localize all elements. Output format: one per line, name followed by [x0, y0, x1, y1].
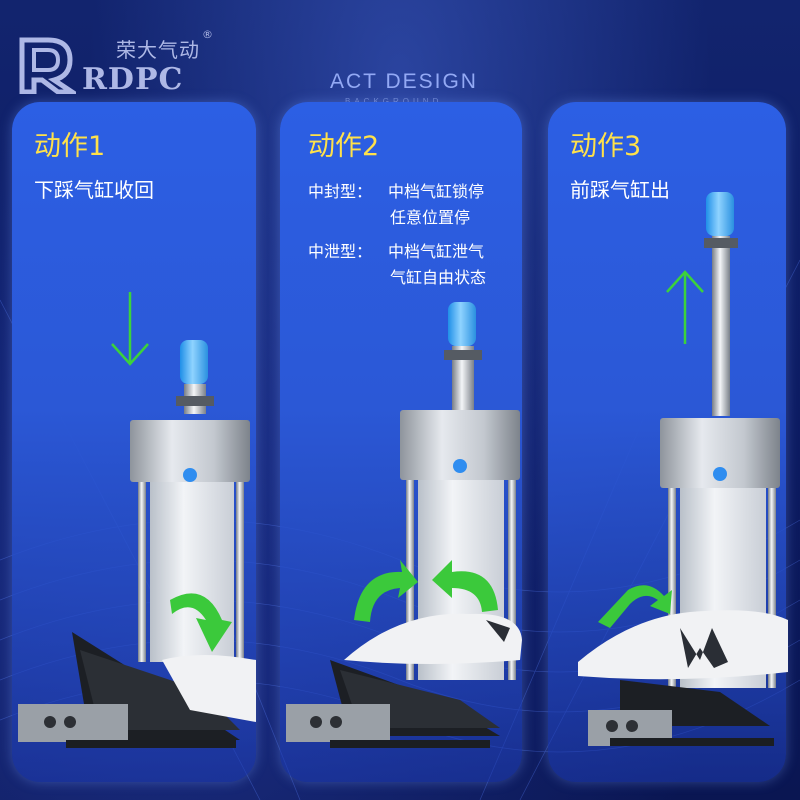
panel-description: 前踩气缸出 [570, 178, 670, 202]
mode-continuation: 气缸自由状态 [390, 268, 487, 287]
brand-logo: 荣大气动 ® RDPC [18, 28, 218, 98]
mode-row-exhaust-center: 中泄型： 中档气缸泄气 [308, 238, 484, 262]
shoe-logo [680, 628, 728, 668]
cylinder-extended [660, 192, 780, 688]
rotate-arrow-icon [432, 560, 498, 612]
blue-cap-icon [180, 340, 208, 384]
brand-name-en: RDPC [82, 62, 184, 97]
panel-title: 动作2 [308, 131, 380, 162]
panel-title: 动作3 [570, 131, 642, 162]
panel-title: 动作1 [34, 131, 106, 162]
shoe-2 [344, 613, 522, 664]
banner-text: ACT DESIGN [330, 70, 478, 93]
mode-text: 中档气缸锁停 [388, 182, 485, 201]
mode-text: 中档气缸泄气 [388, 242, 485, 261]
pedal-3 [588, 680, 774, 746]
brand-name-cn: 荣大气动 [116, 38, 200, 62]
logo-mark-icon [19, 37, 76, 94]
mode-row-closed-center: 中封型： 中档气缸锁停 [308, 178, 484, 202]
rotate-arrow-icon [598, 585, 672, 628]
banner-subtext: BACKGROUND [345, 97, 442, 106]
rotate-arrow-icon [170, 593, 232, 652]
shoe-1 [162, 655, 256, 722]
shoe-3 [578, 610, 788, 680]
mode-label: 中泄型： [308, 242, 373, 261]
up-arrow-icon [666, 270, 704, 344]
panel-description: 下踩气缸收回 [34, 178, 154, 202]
blue-cap-icon [448, 302, 476, 346]
registered-mark: ® [202, 28, 213, 41]
pedal-2 [286, 660, 500, 748]
blue-cap-icon [706, 192, 734, 236]
mode-continuation: 任意位置停 [390, 208, 471, 227]
rotate-arrow-icon [354, 560, 418, 622]
mode-label: 中封型： [308, 182, 373, 201]
down-arrow-icon [111, 292, 149, 366]
cylinder-retracted [130, 340, 250, 662]
